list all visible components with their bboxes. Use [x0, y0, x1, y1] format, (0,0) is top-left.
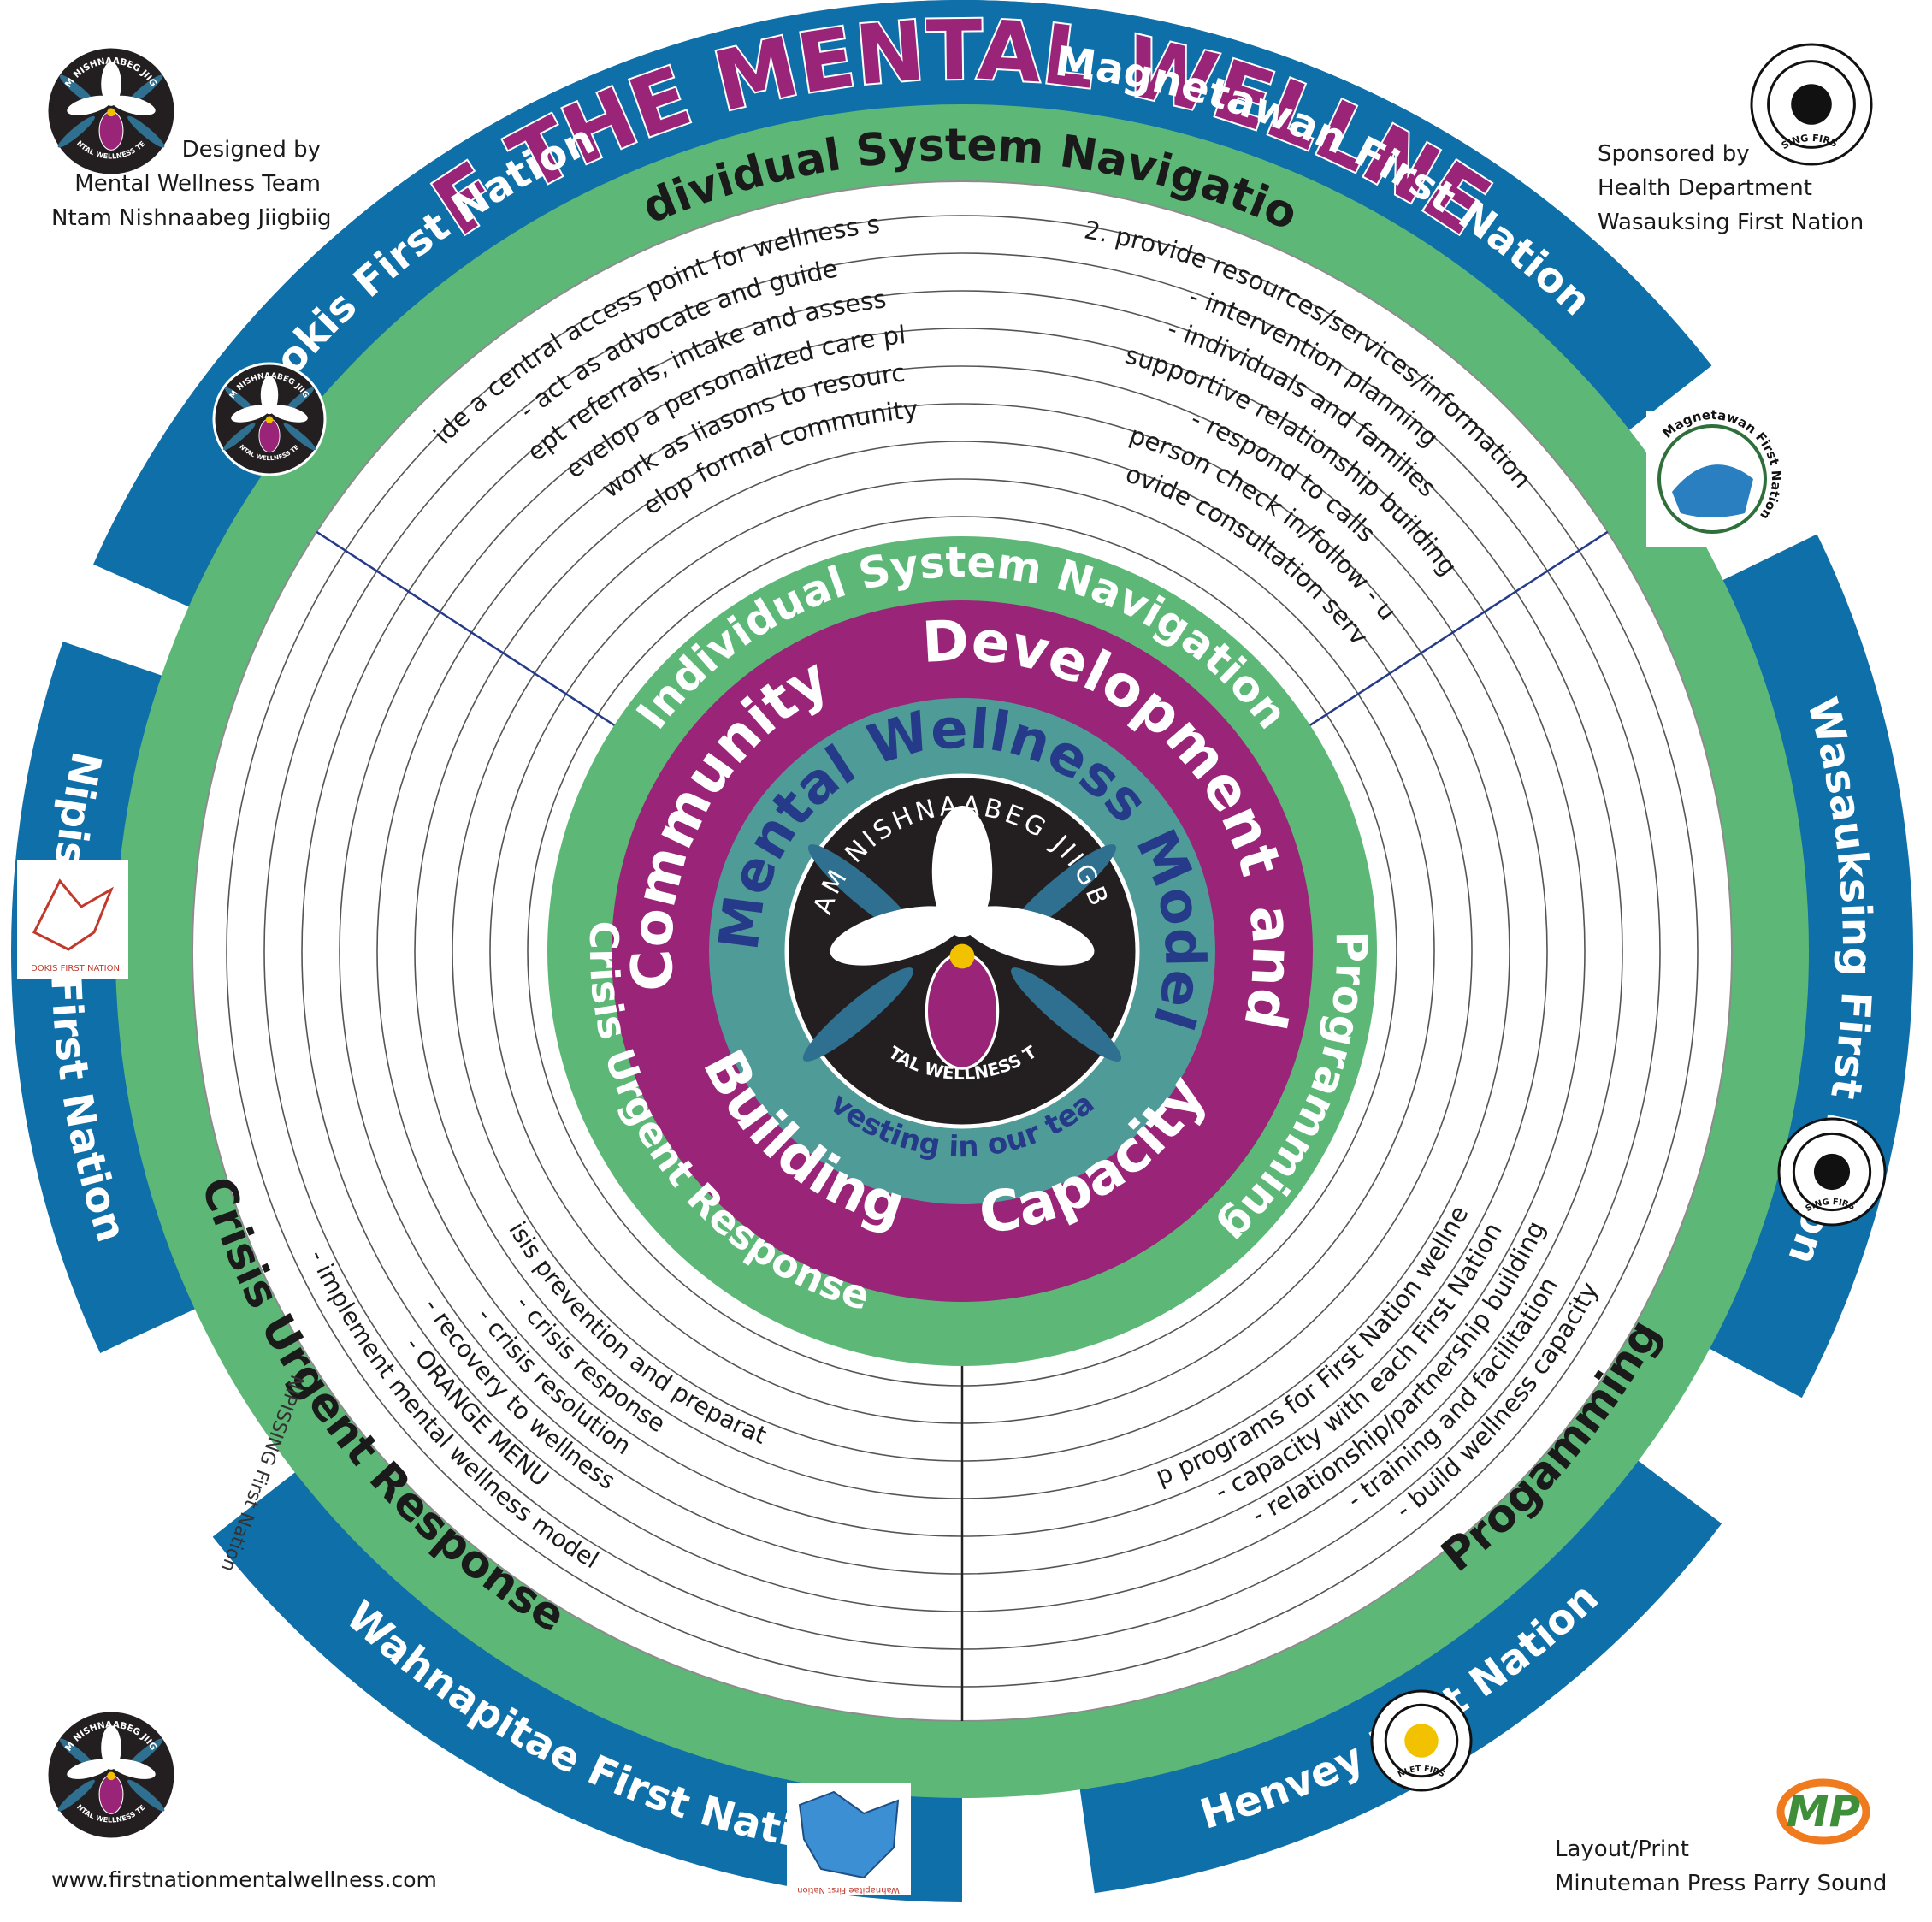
first-nation-segment: [11, 642, 203, 1353]
orchid-leaf: [222, 423, 256, 451]
orchid-petal: [110, 95, 156, 115]
orchid-leaf: [802, 967, 913, 1062]
designed-by-block: Designed by Mental Wellness Team Ntam Ni…: [51, 133, 332, 235]
dokis-text: DOKIS FIRST NATION: [31, 964, 120, 973]
orchid-leaf: [57, 115, 95, 148]
printer-block: Layout/Print Minuteman Press Parry Sound: [1555, 1832, 1887, 1901]
magnetawan-logo: Magnetawan First Nation: [1646, 407, 1784, 547]
printer-name: Minuteman Press Parry Sound: [1555, 1871, 1888, 1896]
dokis-emblem: [32, 878, 114, 951]
orchid-petal: [269, 405, 308, 423]
mp-letters: MP: [1787, 1787, 1860, 1836]
orchid-petal: [260, 376, 279, 415]
orchid-center: [949, 943, 975, 969]
orchid-petal: [830, 906, 963, 966]
seal-emblem: [1404, 1724, 1439, 1758]
orchid-petal: [961, 906, 1095, 966]
seal-emblem: [1813, 1153, 1851, 1191]
sponsored-by-label: Sponsored by: [1598, 141, 1750, 167]
orchid-lip: [98, 1774, 124, 1814]
designed-by-org: Ntam Nishnaabeg Jiigbiig: [51, 205, 332, 231]
section-divider: [1305, 530, 1609, 729]
orchid-center: [265, 416, 274, 423]
orchid-center: [107, 1771, 115, 1781]
orchid-petal: [67, 1759, 112, 1779]
ring-and: and: [1231, 902, 1306, 1035]
sponsored-by-block: Sponsored by Health Department Wasauksin…: [1598, 137, 1864, 240]
designed-by-team: Mental Wellness Team: [74, 171, 321, 197]
orchid-lip: [258, 418, 281, 453]
orchid-petal: [231, 405, 270, 423]
sponsored-by-dept: Health Department: [1598, 175, 1812, 201]
orchid-petal: [101, 62, 121, 106]
seal-emblem: [1791, 84, 1832, 125]
printer-label: Layout/Print: [1555, 1836, 1689, 1862]
orchid-lip: [925, 952, 1000, 1070]
orchid-leaf: [1011, 967, 1122, 1062]
orchid-leaf: [127, 115, 165, 148]
title-band: [212, 0, 1712, 435]
orchid-center: [107, 108, 115, 117]
mp-swoosh: [1776, 1778, 1870, 1845]
orchid-leaf: [283, 423, 316, 451]
orchid-petal: [110, 1759, 156, 1779]
wahnapitae-text: Wahnapitae First Nation: [797, 1885, 900, 1895]
logo-backdrop: [17, 860, 128, 979]
wahnapitae-logo: Wahnapitae First Nation: [787, 1783, 911, 1895]
sponsored-by-nation: Wasauksing First Nation: [1598, 210, 1864, 235]
orchid-leaf: [127, 1779, 165, 1812]
section-divider: [316, 530, 619, 729]
orchid-petal: [931, 806, 993, 937]
minuteman-press-logo: MP: [1776, 1778, 1870, 1845]
orchid-petal: [67, 95, 112, 115]
dokis-logo: DOKIS FIRST NATION: [17, 860, 128, 979]
wahnapitae-emblem: [798, 1790, 900, 1879]
orchid-petal: [101, 1725, 121, 1770]
orchid-leaf: [57, 1779, 95, 1812]
magnetawan-water: [1672, 464, 1753, 517]
website-link[interactable]: www.firstnationmentalwellness.com: [51, 1867, 437, 1892]
designed-by-label: Designed by: [181, 137, 321, 163]
